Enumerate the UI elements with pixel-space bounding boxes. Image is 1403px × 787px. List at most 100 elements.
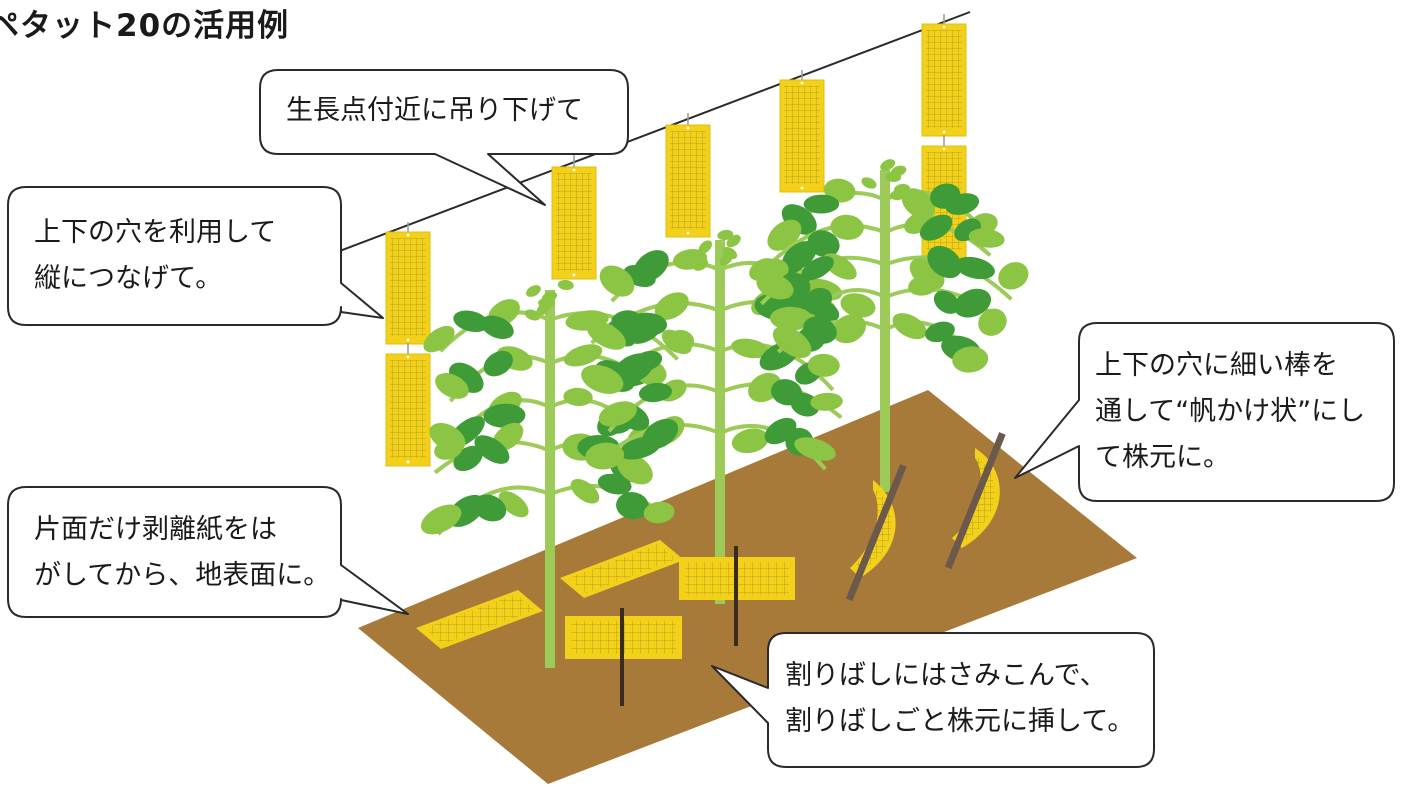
plant-leaf	[889, 189, 906, 201]
ground-trap-flat-2	[560, 540, 684, 598]
plant-leaf	[731, 428, 769, 454]
plant-leaf	[892, 313, 927, 340]
tomato-plants	[420, 159, 1029, 668]
plant-leaf	[498, 491, 529, 518]
callout-line: 生長点付近に吊り下げて	[286, 95, 583, 126]
callout-ground-bubble	[7, 486, 409, 618]
plant-leaf	[570, 478, 600, 504]
callout-sail-text: 上下の穴に細い棒を 通して“帆かけ状”にし て株元に。	[1095, 343, 1365, 481]
plant-leaf	[861, 177, 877, 189]
plant-leaf	[434, 439, 463, 460]
plant-leaf	[616, 492, 649, 520]
plant-leaf	[420, 504, 462, 535]
callout-connect-text: 上下の穴を利用して 縦につなげて。	[34, 210, 276, 302]
plant-leaf	[581, 364, 624, 394]
plant-leaf	[803, 194, 840, 214]
plant-leaf	[435, 373, 469, 399]
hanging-trap-right-bottom	[921, 135, 967, 259]
plant-leaf	[807, 353, 840, 377]
plant-leaf	[483, 350, 513, 377]
plant-leaf	[654, 292, 689, 320]
callout-line: て株元に。	[1095, 442, 1230, 473]
sail-trap-1	[845, 464, 907, 602]
plant-leaf	[423, 325, 455, 353]
callout-line: 割りばしごと株元に挿して。	[785, 706, 1135, 737]
plant-leaf	[968, 228, 1005, 248]
plant-stem	[545, 290, 555, 668]
hanging-wire	[307, 11, 971, 264]
plant-leaf	[619, 436, 661, 460]
callout-chopstick-text: 割りばしにはさみこんで、 割りばしごと株元に挿して。	[785, 653, 1134, 745]
plant-leaf	[453, 310, 489, 333]
plant-leaf	[880, 159, 896, 171]
plant-leaf	[483, 403, 526, 428]
plant-leaf	[563, 387, 593, 407]
plant-leaf	[998, 262, 1029, 290]
plant-leaf	[769, 306, 813, 331]
plant-leaf	[840, 293, 876, 318]
plant-leaf	[617, 453, 653, 485]
hanging-trap-3	[665, 113, 711, 238]
plant-leaf	[810, 392, 843, 411]
page-title: ペタット20の活用例	[0, 8, 290, 44]
plant-leaf	[557, 279, 574, 291]
callout-line: 通して“帆かけ状”にし	[1095, 396, 1366, 427]
plant-leaf	[756, 273, 794, 300]
plant-leaf	[954, 288, 992, 318]
plant-leaf	[772, 326, 812, 359]
callout-ground-text: 片面だけ剥離紙をは がしてから、地表面に。	[34, 507, 330, 599]
plant-leaf	[536, 302, 551, 316]
hanging-trap-right-top	[921, 14, 967, 137]
plant-leaf	[586, 321, 626, 350]
callout-hang-bubble	[259, 69, 629, 206]
callout-line: 片面だけ剥離紙をは	[34, 514, 277, 545]
callout-line: 上下の穴を利用して	[34, 217, 277, 248]
callout-line: 上下の穴に細い棒を	[1095, 350, 1338, 381]
callout-line: 割りばしにはさみこんで、	[785, 660, 1107, 691]
plant-leaf	[474, 435, 510, 464]
chopstick-trap-1	[565, 608, 682, 706]
plant-leaf	[613, 353, 654, 385]
plant-leaf	[952, 346, 989, 373]
chopstick-trap-2	[679, 546, 795, 646]
hanging-trap-4	[779, 70, 825, 193]
plant-leaf	[802, 287, 833, 315]
plant-leaf	[925, 321, 955, 343]
plant-leaf	[908, 275, 938, 296]
plant-leaf	[599, 265, 635, 297]
plant-leaf	[731, 338, 769, 359]
plant-leaf	[978, 308, 1007, 336]
plant-leaf	[693, 259, 709, 271]
callout-chopstick-bubble	[711, 632, 1155, 768]
plant-leaf	[526, 285, 541, 297]
plant-leaf	[524, 309, 541, 321]
hanging-traps	[385, 14, 967, 467]
callout-connect-bubble	[7, 186, 384, 326]
plant-leaf	[726, 234, 741, 248]
plant-stem	[715, 240, 725, 604]
plant-branch	[760, 223, 886, 274]
plant-leaf	[901, 188, 936, 219]
plant-leaf	[480, 315, 514, 339]
sail-trap-2	[944, 432, 1006, 570]
callout-line: 縦につなげて。	[34, 263, 223, 294]
plant-leaf	[585, 442, 625, 470]
plant-leaf	[563, 344, 603, 367]
plant-leaf	[927, 245, 962, 279]
plant-leaf	[611, 310, 641, 331]
plant-leaf	[801, 256, 834, 281]
plant-stem	[880, 170, 890, 492]
ground-trap-flat-1	[416, 590, 543, 649]
plant-leaf	[698, 240, 713, 254]
hanging-trap-left-top	[385, 222, 431, 345]
plant-leaf	[638, 382, 673, 403]
plant-leaf	[919, 214, 953, 241]
plant-leaf	[794, 437, 836, 461]
callout-line: がしてから、地表面に。	[34, 560, 331, 591]
plant-leaf	[598, 401, 637, 427]
callout-bubbles	[7, 69, 1395, 768]
plant-leaf	[933, 290, 960, 314]
hanging-trap-2	[551, 155, 597, 280]
plant-leaf	[719, 252, 733, 266]
